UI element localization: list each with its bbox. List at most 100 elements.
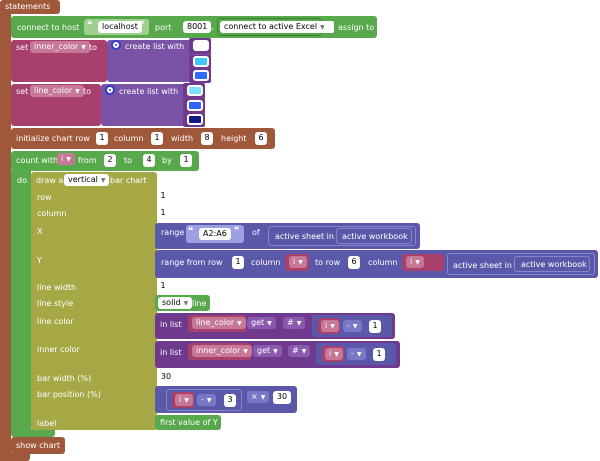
line-width-input[interactable]: 1 [157, 280, 169, 293]
chevron-down-icon: ▼ [237, 320, 242, 327]
row-label: row [37, 193, 52, 202]
orientation-text: vertical [68, 175, 98, 184]
inner-color-one-input[interactable]: 1 [373, 348, 385, 361]
x-of-label: of [252, 228, 260, 237]
label-label: label [37, 419, 57, 428]
bar-position-times-dropdown[interactable]: ×▼ [247, 391, 270, 403]
quote-open-icon: ❝ [87, 20, 93, 31]
x-active-sheet-label: active sheet in [275, 232, 334, 241]
draw-label: draw a [36, 176, 64, 185]
line-color-var-dropdown[interactable]: line_color▼ [30, 85, 84, 97]
color-swatch-cyan[interactable] [187, 85, 203, 96]
color-swatch-white[interactable] [193, 40, 209, 51]
y-column2-var-dropdown[interactable]: i▼ [406, 256, 424, 268]
minus-text: - [201, 395, 204, 404]
y-to-row-input[interactable]: 6 [348, 256, 360, 269]
y-column2-label: column [368, 258, 398, 267]
column-input[interactable]: 1 [157, 207, 169, 220]
set-line-to-label: to [83, 87, 92, 96]
init-width-label: width [171, 134, 194, 143]
line-color-minus-dropdown[interactable]: -▼ [343, 320, 362, 332]
y-column-var-dropdown[interactable]: i▼ [289, 256, 307, 268]
bar-position-mult-input[interactable]: 30 [273, 391, 291, 404]
statements-footer [0, 453, 30, 461]
y-from-row-input[interactable]: 1 [232, 256, 244, 269]
chevron-down-icon: ▼ [183, 300, 189, 307]
chevron-down-icon: ▼ [243, 348, 248, 355]
x-range-input[interactable]: A2:A6 [199, 228, 231, 240]
bar-position-minus-dropdown[interactable]: -▼ [197, 394, 216, 406]
gear-icon[interactable] [105, 85, 115, 95]
line-color-hash-dropdown[interactable]: #▼ [283, 317, 306, 329]
bar-position-n-input[interactable]: 3 [224, 394, 236, 407]
times-text: × [251, 392, 258, 401]
line-color-list-var-dropdown[interactable]: line_color▼ [192, 317, 246, 329]
count-by-input[interactable]: 1 [180, 154, 192, 167]
y-column-label: column [251, 258, 281, 267]
statements-block[interactable] [0, 0, 60, 14]
line-style-label: line style [37, 299, 74, 308]
init-chart-label: initialize chart row [16, 134, 90, 143]
excel-option-dropdown[interactable]: connect to active Excel▼ [220, 21, 329, 33]
line-color-get-dropdown[interactable]: get▼ [247, 317, 276, 329]
assign-checkbox[interactable] [324, 21, 334, 33]
port-input[interactable]: 8001 [183, 21, 212, 33]
count-var-text: i [61, 154, 64, 163]
line-color-var-text: line_color [34, 86, 73, 95]
inner-color-var-dropdown[interactable]: inner_color▼ [30, 41, 90, 53]
y-label: Y [37, 256, 42, 265]
bar-position-var-dropdown[interactable]: i▼ [175, 394, 193, 406]
minus-text: - [351, 349, 354, 358]
chevron-down-icon: ▼ [330, 323, 335, 330]
count-label: count with [16, 156, 59, 165]
inner-color-index-var-dropdown[interactable]: i▼ [325, 348, 343, 360]
line-color-in-list-label: in list [160, 320, 182, 329]
bar-position-label: bar position (%) [37, 390, 101, 399]
row-input[interactable]: 1 [157, 190, 169, 203]
init-height-input[interactable]: 6 [255, 132, 267, 145]
line-style-dropdown[interactable]: solid▼ [158, 297, 193, 309]
init-row-input[interactable]: 1 [96, 132, 108, 145]
chevron-down-icon: ▼ [206, 397, 212, 404]
host-input[interactable]: localhost [98, 21, 142, 33]
init-width-input[interactable]: 8 [201, 132, 213, 145]
orientation-dropdown[interactable]: vertical▼ [64, 174, 110, 186]
line-color-index-var-dropdown[interactable]: i▼ [321, 320, 339, 332]
color-swatch-royal-blue[interactable] [187, 100, 203, 111]
inner-color-list-var-text: inner_color [196, 346, 241, 355]
count-do-label: do [17, 176, 27, 185]
y-active-workbook-block[interactable] [514, 256, 590, 272]
bar-chart-block[interactable] [31, 172, 157, 430]
bar-width-input[interactable]: 30 [157, 371, 175, 384]
chevron-down-icon: ▼ [66, 156, 71, 163]
label-value-block[interactable] [155, 415, 221, 430]
inner-color-label: inner color [37, 345, 80, 354]
gear-icon[interactable] [111, 40, 121, 50]
color-swatch-blue[interactable] [193, 70, 209, 81]
x-label: X [37, 227, 43, 236]
count-to-input[interactable]: 4 [143, 154, 155, 167]
inner-color-minus-dropdown[interactable]: -▼ [347, 348, 366, 360]
line-color-one-input[interactable]: 1 [369, 320, 381, 333]
x-active-workbook-label: active workbook [342, 232, 408, 241]
count-from-input[interactable]: 2 [104, 154, 116, 167]
inner-color-var-text: inner_color [34, 42, 79, 51]
inner-color-list-var-dropdown[interactable]: inner_color▼ [192, 345, 252, 357]
y-to-row-label: to row [315, 258, 341, 267]
line-color-list-var-text: line_color [196, 318, 235, 327]
hash-text: # [292, 346, 299, 355]
show-chart-block[interactable] [11, 437, 65, 454]
var-i-text: i [325, 321, 328, 330]
x-active-workbook-block[interactable] [336, 228, 412, 244]
inner-color-get-dropdown[interactable]: get▼ [253, 345, 282, 357]
count-var-dropdown[interactable]: i▼ [57, 153, 75, 165]
create-list-line-label: create list with [119, 87, 179, 96]
excel-option-text: connect to active Excel [224, 22, 318, 31]
inner-color-hash-dropdown[interactable]: #▼ [288, 345, 311, 357]
set-inner-to-label: to [89, 43, 98, 52]
chevron-down-icon: ▼ [320, 24, 325, 31]
quote-close-icon: ❞ [139, 20, 145, 31]
color-swatch-light-blue[interactable] [193, 56, 209, 67]
init-column-input[interactable]: 1 [151, 132, 163, 145]
color-swatch-navy[interactable] [187, 114, 203, 125]
